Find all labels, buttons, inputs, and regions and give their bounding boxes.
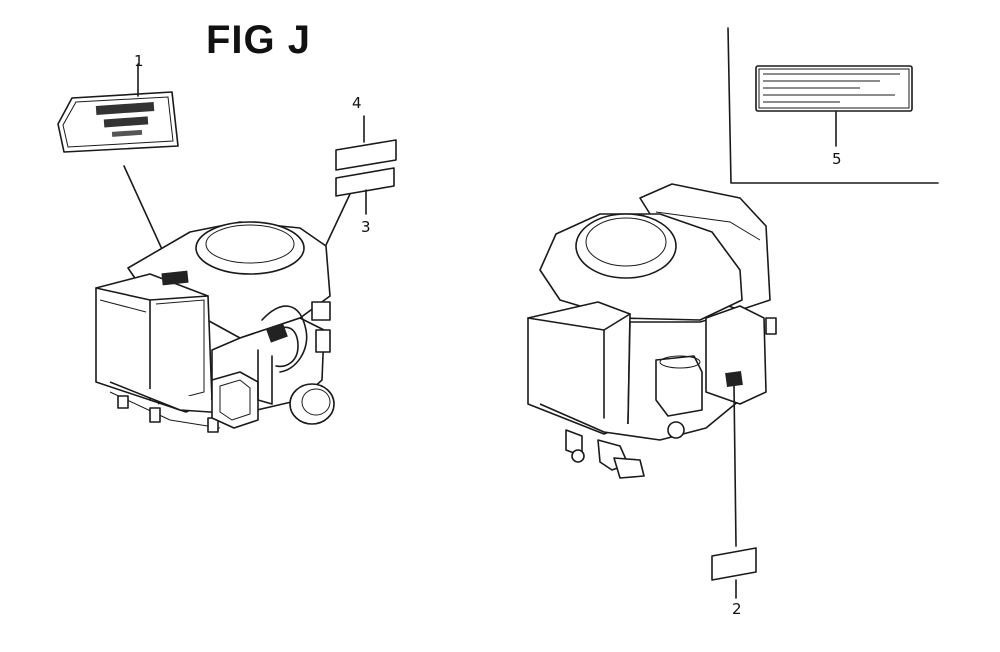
label-part-5 [755, 65, 913, 147]
callout-3: 3 [361, 218, 371, 236]
inset-frame [727, 27, 939, 184]
engine-right [527, 183, 777, 547]
callout-5: 5 [832, 150, 842, 168]
emblem-part-1 [57, 63, 179, 281]
figure-title: FIG J [206, 18, 312, 62]
label-part-4 [335, 115, 397, 171]
callout-2: 2 [732, 600, 742, 618]
label-part-2 [711, 547, 757, 599]
callout-4: 4 [352, 94, 362, 112]
callout-1: 1 [134, 52, 144, 70]
engine-left [95, 221, 335, 433]
